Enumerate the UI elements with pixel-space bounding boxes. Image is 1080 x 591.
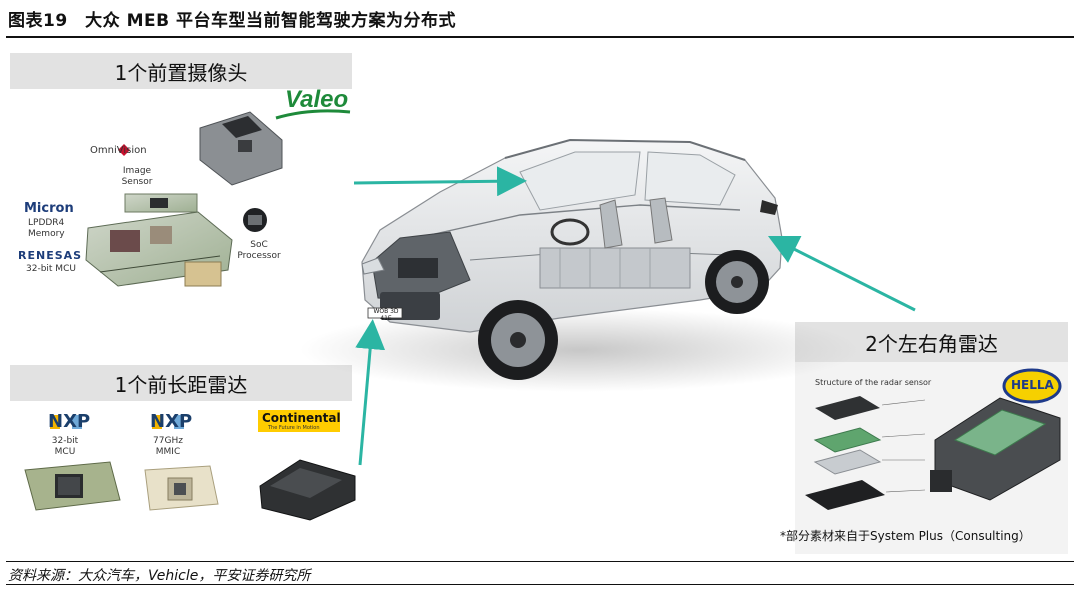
source-rule-bottom (6, 584, 1074, 585)
label-front-radar-text: 1个前长距雷达 (114, 372, 248, 397)
continental-radar-unit (259, 459, 356, 521)
nxp-mcu-board (24, 461, 121, 511)
nxp1-mark-blue (72, 415, 82, 429)
car-chassis-illustration (361, 138, 783, 333)
nxp2-mark-yellow (152, 415, 162, 429)
lpddr4-caption: LPDDR4 Memory (28, 218, 65, 239)
main-pcb-board (85, 211, 233, 287)
nxp1-mark-yellow (50, 415, 60, 429)
label-front-radar: 1个前长距雷达 (10, 365, 352, 401)
title-rule (6, 36, 1074, 38)
continental-logo: Continental (262, 411, 341, 425)
micron-logo: Micron (24, 201, 74, 216)
soc-chip (243, 208, 267, 232)
label-front-camera: 1个前置摄像头 (10, 53, 352, 89)
nxp2-logo: NXP (150, 411, 193, 432)
continental-logo-bg (258, 410, 340, 432)
rear-wheel (705, 250, 769, 314)
mcu-caption: 32-bit MCU (26, 264, 76, 274)
figure-title: 图表19 大众 MEB 平台车型当前智能驾驶方案为分布式 (8, 11, 456, 31)
corner-radar-unit (930, 397, 1061, 501)
arrow-camera (353, 166, 527, 197)
nxp1-logo: NXP (48, 411, 91, 432)
image-sensor-board (124, 193, 198, 213)
license-plate-text: WOB 3D 41E (373, 308, 399, 322)
source-note: 资料来源：大众汽车，Vehicle，平安证券研究所 (8, 568, 311, 584)
hella-logo: HELLA (1011, 378, 1054, 392)
camera-housing-illustration (199, 111, 283, 186)
front-wheel (478, 300, 558, 380)
label-corner-radar-text: 2个左右角雷达 (865, 331, 998, 356)
radar-exploded-view (805, 396, 926, 510)
renesas-logo: RENESAS (18, 249, 83, 262)
continental-tagline: The Future in Motion (268, 425, 320, 431)
nxp2-mark-blue (174, 415, 184, 429)
car-shadow (300, 308, 860, 392)
source-rule-top (6, 561, 1074, 562)
valeo-swoosh (275, 109, 351, 120)
nxp-mmic-board (144, 465, 219, 511)
nxp1-caption: 32-bit MCU (51, 436, 79, 457)
omnivision-mark (118, 144, 130, 156)
soc-caption: SoC Processor (237, 240, 281, 261)
hella-logo-bg (1002, 368, 1062, 404)
nxp2-caption: 77GHz MMIC (153, 436, 183, 457)
image-sensor-caption: Image Sensor (121, 166, 153, 187)
arrow-corner-radar (767, 235, 916, 312)
radar-structure-caption: Structure of the radar sensor (815, 378, 932, 387)
label-front-camera-text: 1个前置摄像头 (114, 60, 248, 85)
footnote: *部分素材来自于System Plus（Consulting） (780, 529, 1031, 543)
license-plate (367, 307, 403, 319)
valeo-logo: Valeo (285, 86, 349, 113)
omnivision-logo: OmniVision (90, 145, 147, 156)
arrow-front-radar (355, 319, 386, 466)
